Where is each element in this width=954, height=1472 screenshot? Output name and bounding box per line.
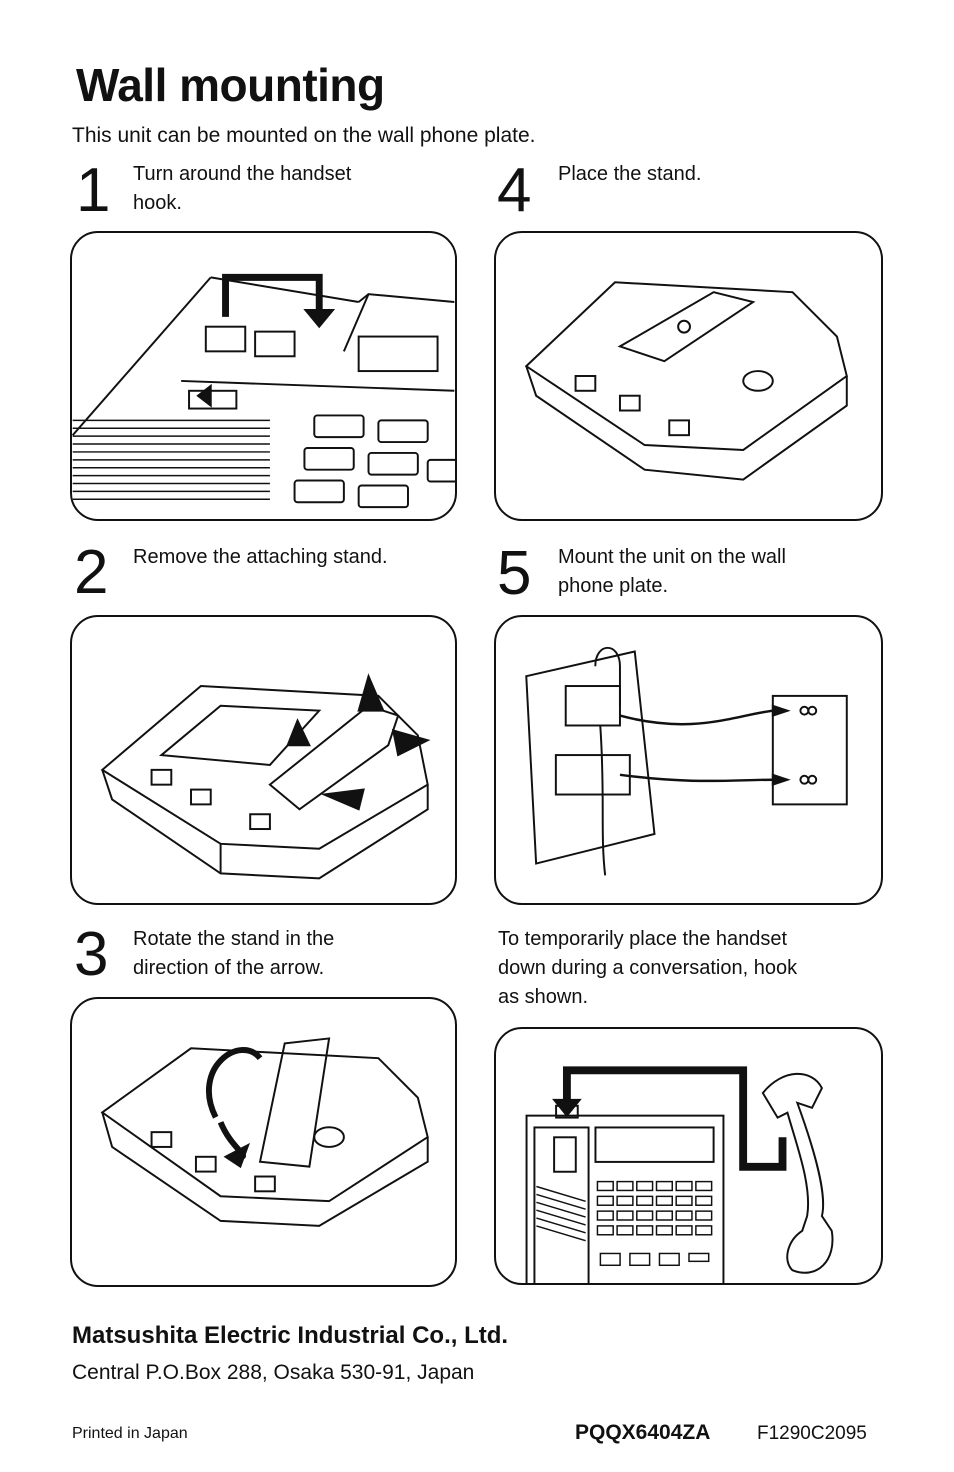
step-2-number: 2 [74, 538, 109, 607]
step-5-text: Mount the unit on the wall phone plate. [558, 543, 786, 601]
step-1-line1: Turn around the handset [133, 163, 352, 185]
printed-in-label: Printed in Japan [72, 1425, 188, 1442]
step-4-text: Place the stand. [558, 160, 701, 189]
page-subtitle: This unit can be mounted on the wall pho… [72, 124, 536, 147]
company-name: Matsushita Electric Industrial Co., Ltd. [72, 1322, 509, 1349]
step-3-illustration [70, 997, 457, 1287]
step-2-text: Remove the attaching stand. [133, 543, 388, 572]
company-address: Central P.O.Box 288, Osaka 530-91, Japan [72, 1361, 475, 1384]
step-5-number: 5 [497, 539, 532, 608]
step-4-number: 4 [497, 156, 532, 225]
handset-hook-illustration [494, 1027, 883, 1285]
part-code: PQQX6404ZA [575, 1421, 711, 1444]
step-5-illustration [494, 615, 883, 905]
step-4-illustration [494, 231, 883, 521]
step-4-line1: Place the stand. [558, 163, 702, 185]
handset-note-line2: down during a conversation, hook [498, 957, 798, 979]
step-1-number: 1 [76, 156, 111, 225]
step-1-text: Turn around the handset hook. [133, 160, 351, 218]
step-3-line1: Rotate the stand in the [133, 928, 335, 950]
step-3-text: Rotate the stand in the direction of the… [133, 925, 334, 983]
step-5-line1: Mount the unit on the wall [558, 546, 786, 568]
step-2-illustration [70, 615, 457, 905]
step-1-illustration [70, 231, 457, 521]
step-1-line2: hook. [133, 192, 182, 214]
step-2-line1: Remove the attaching stand. [133, 546, 388, 568]
step-5-line2: phone plate. [558, 575, 669, 597]
handset-note-line3: as shown. [498, 986, 589, 1008]
page-title: Wall mounting [76, 59, 385, 111]
step-3-line2: direction of the arrow. [133, 957, 325, 979]
step-3-number: 3 [74, 920, 109, 989]
print-code: F1290C2095 [757, 1423, 867, 1444]
handset-note: To temporarily place the handset down du… [498, 925, 797, 1012]
handset-note-line1: To temporarily place the handset [498, 928, 788, 950]
